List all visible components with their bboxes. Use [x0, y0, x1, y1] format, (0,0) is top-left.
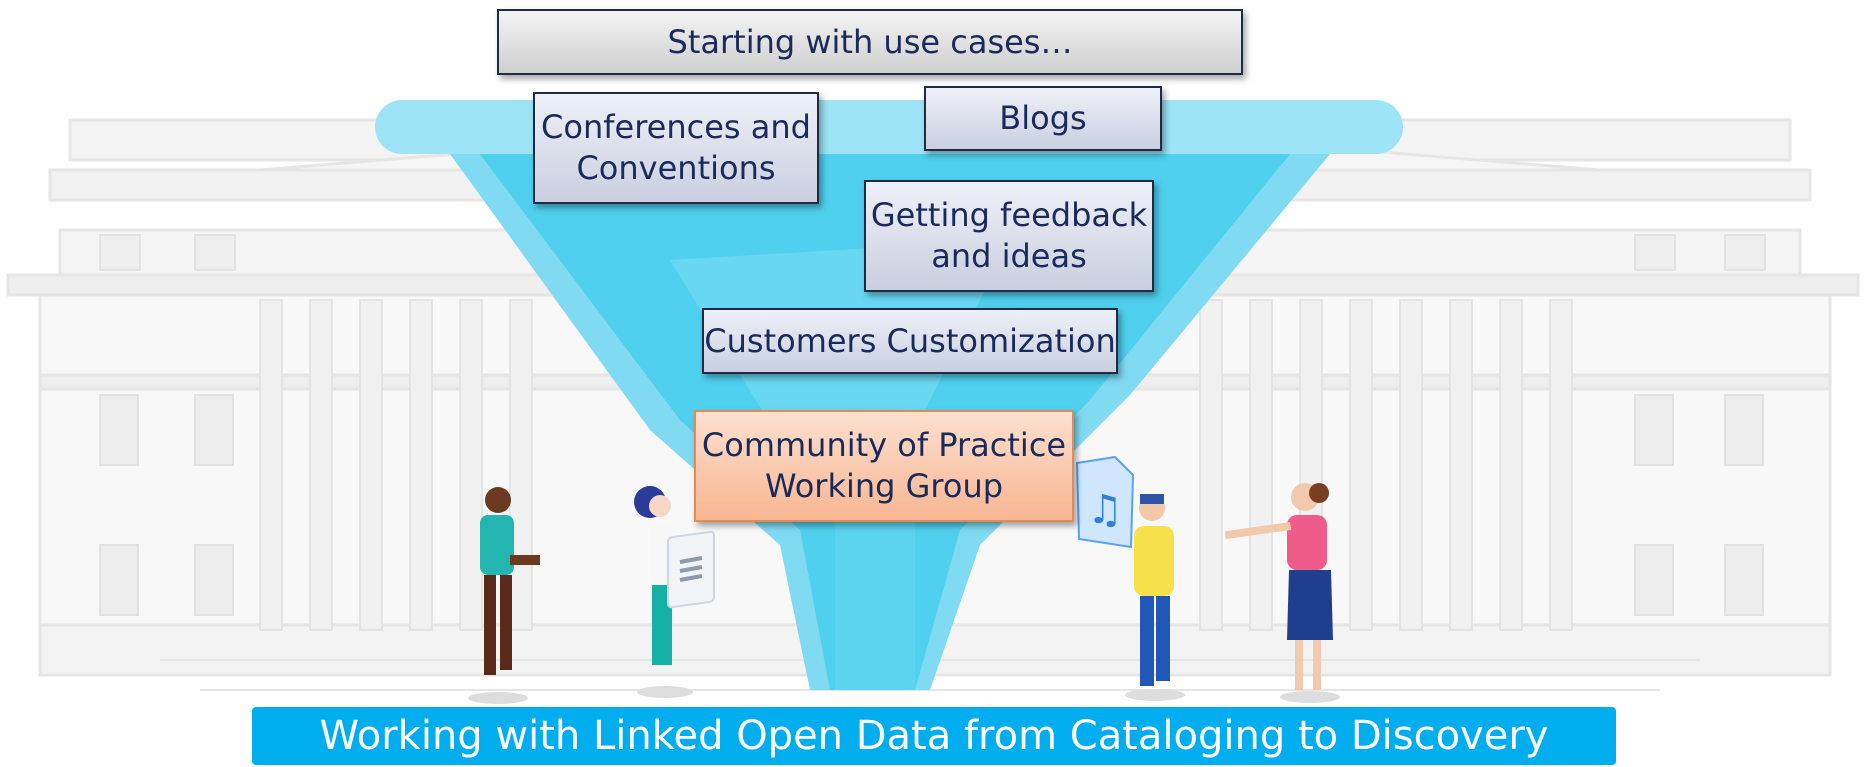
use-case-feedback: Getting feedback and ideas [864, 180, 1154, 292]
use-case-label: Community of Practice Working Group [701, 426, 1067, 505]
use-case-customization: Customers Customization [702, 308, 1118, 374]
use-case-community: Community of Practice Working Group [694, 410, 1074, 522]
use-case-label: Customers Customization [704, 321, 1116, 360]
person-illustration [1125, 494, 1185, 701]
use-case-label: Blogs [999, 99, 1087, 138]
person-illustration [468, 487, 540, 704]
use-case-label: Getting feedback and ideas [870, 196, 1148, 275]
music-note-icon: ♫ [1075, 455, 1135, 549]
person-illustration [634, 486, 693, 698]
use-case-conferences: Conferences and Conventions [533, 92, 819, 204]
title-text: Starting with use cases… [667, 22, 1073, 61]
title-box: Starting with use cases… [497, 9, 1243, 75]
use-case-label: Conferences and Conventions [541, 108, 811, 187]
use-case-blogs: Blogs [924, 86, 1162, 151]
person-illustration [1224, 483, 1340, 703]
svg-text:♫: ♫ [1087, 487, 1123, 533]
document-icon [667, 530, 715, 609]
bottom-banner: Working with Linked Open Data from Catal… [252, 707, 1616, 765]
banner-text: Working with Linked Open Data from Catal… [319, 713, 1549, 759]
